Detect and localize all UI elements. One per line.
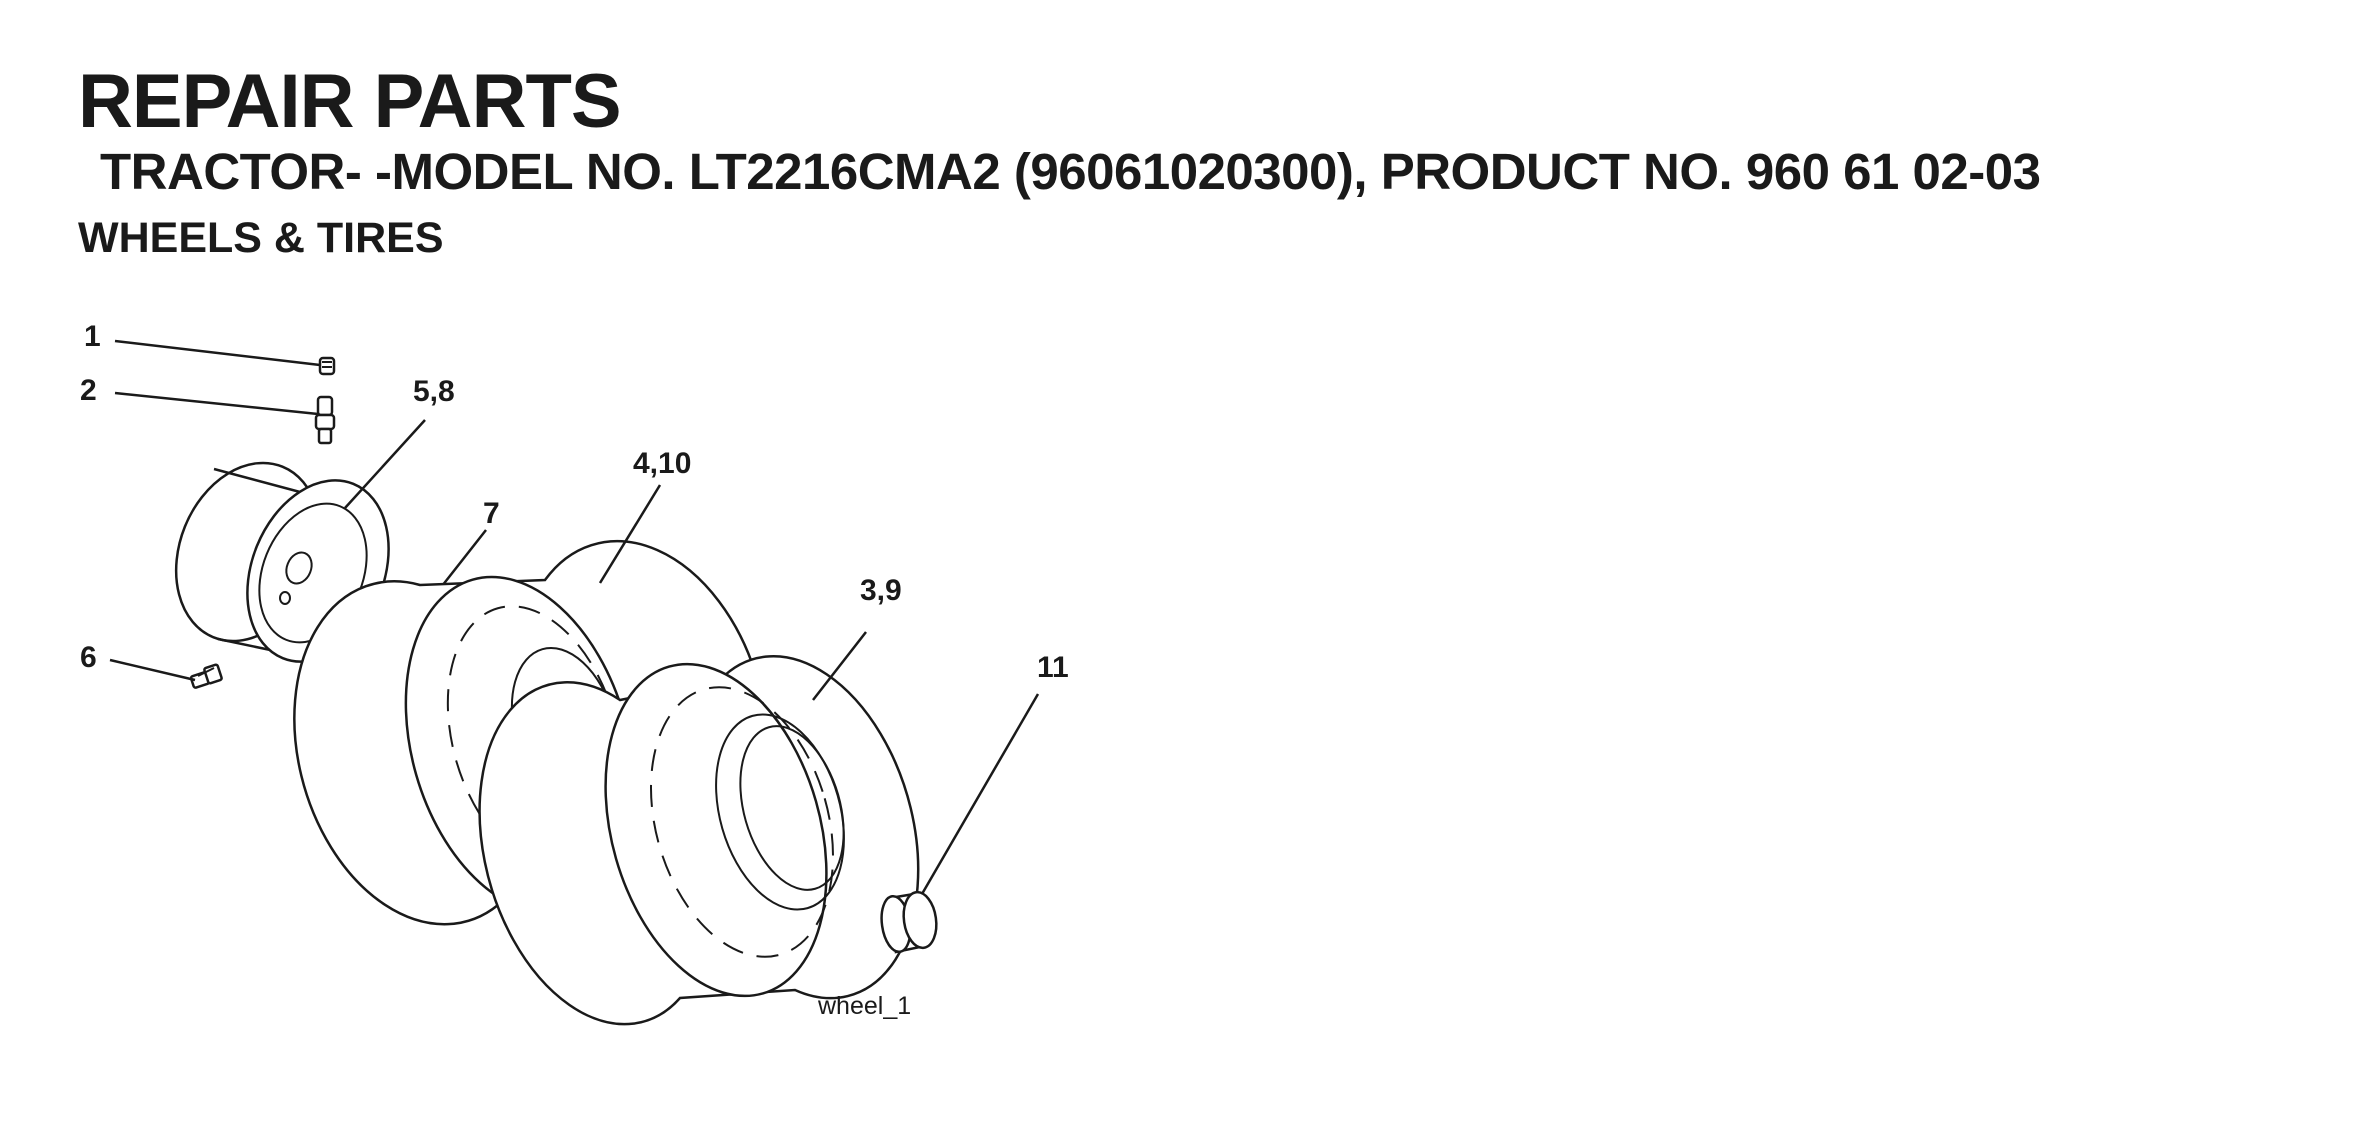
part-hub-cap xyxy=(880,890,938,954)
part-rear-tire xyxy=(478,655,920,1026)
leader-line-6 xyxy=(109,658,196,682)
callout-1: 1 xyxy=(84,320,101,353)
part-lug-bolt xyxy=(189,663,223,689)
callout-5-8: 5,8 xyxy=(413,375,455,408)
callout-11: 11 xyxy=(1037,651,1069,684)
section-title: WHEELS & TIRES xyxy=(78,214,444,262)
model-subtitle: TRACTOR- -MODEL NO. LT2216CMA2 (96061020… xyxy=(100,143,2041,200)
leader-line-1 xyxy=(114,339,321,367)
callout-7: 7 xyxy=(483,497,500,530)
callout-4-10: 4,10 xyxy=(633,447,691,480)
leader-line-5-8 xyxy=(344,419,426,509)
leader-line-2 xyxy=(114,391,319,416)
part-valve-cap xyxy=(318,356,336,376)
leader-line-11 xyxy=(920,693,1040,895)
diagram-caption: wheel_1 xyxy=(817,992,911,1020)
leader-line-4-10 xyxy=(598,484,662,584)
callout-3-9: 3,9 xyxy=(860,574,902,607)
callout-6: 6 xyxy=(80,641,97,674)
leader-line-3-9 xyxy=(812,631,867,701)
part-valve-stem xyxy=(314,395,336,445)
callout-2: 2 xyxy=(80,374,97,407)
page-title: REPAIR PARTS xyxy=(78,59,622,144)
